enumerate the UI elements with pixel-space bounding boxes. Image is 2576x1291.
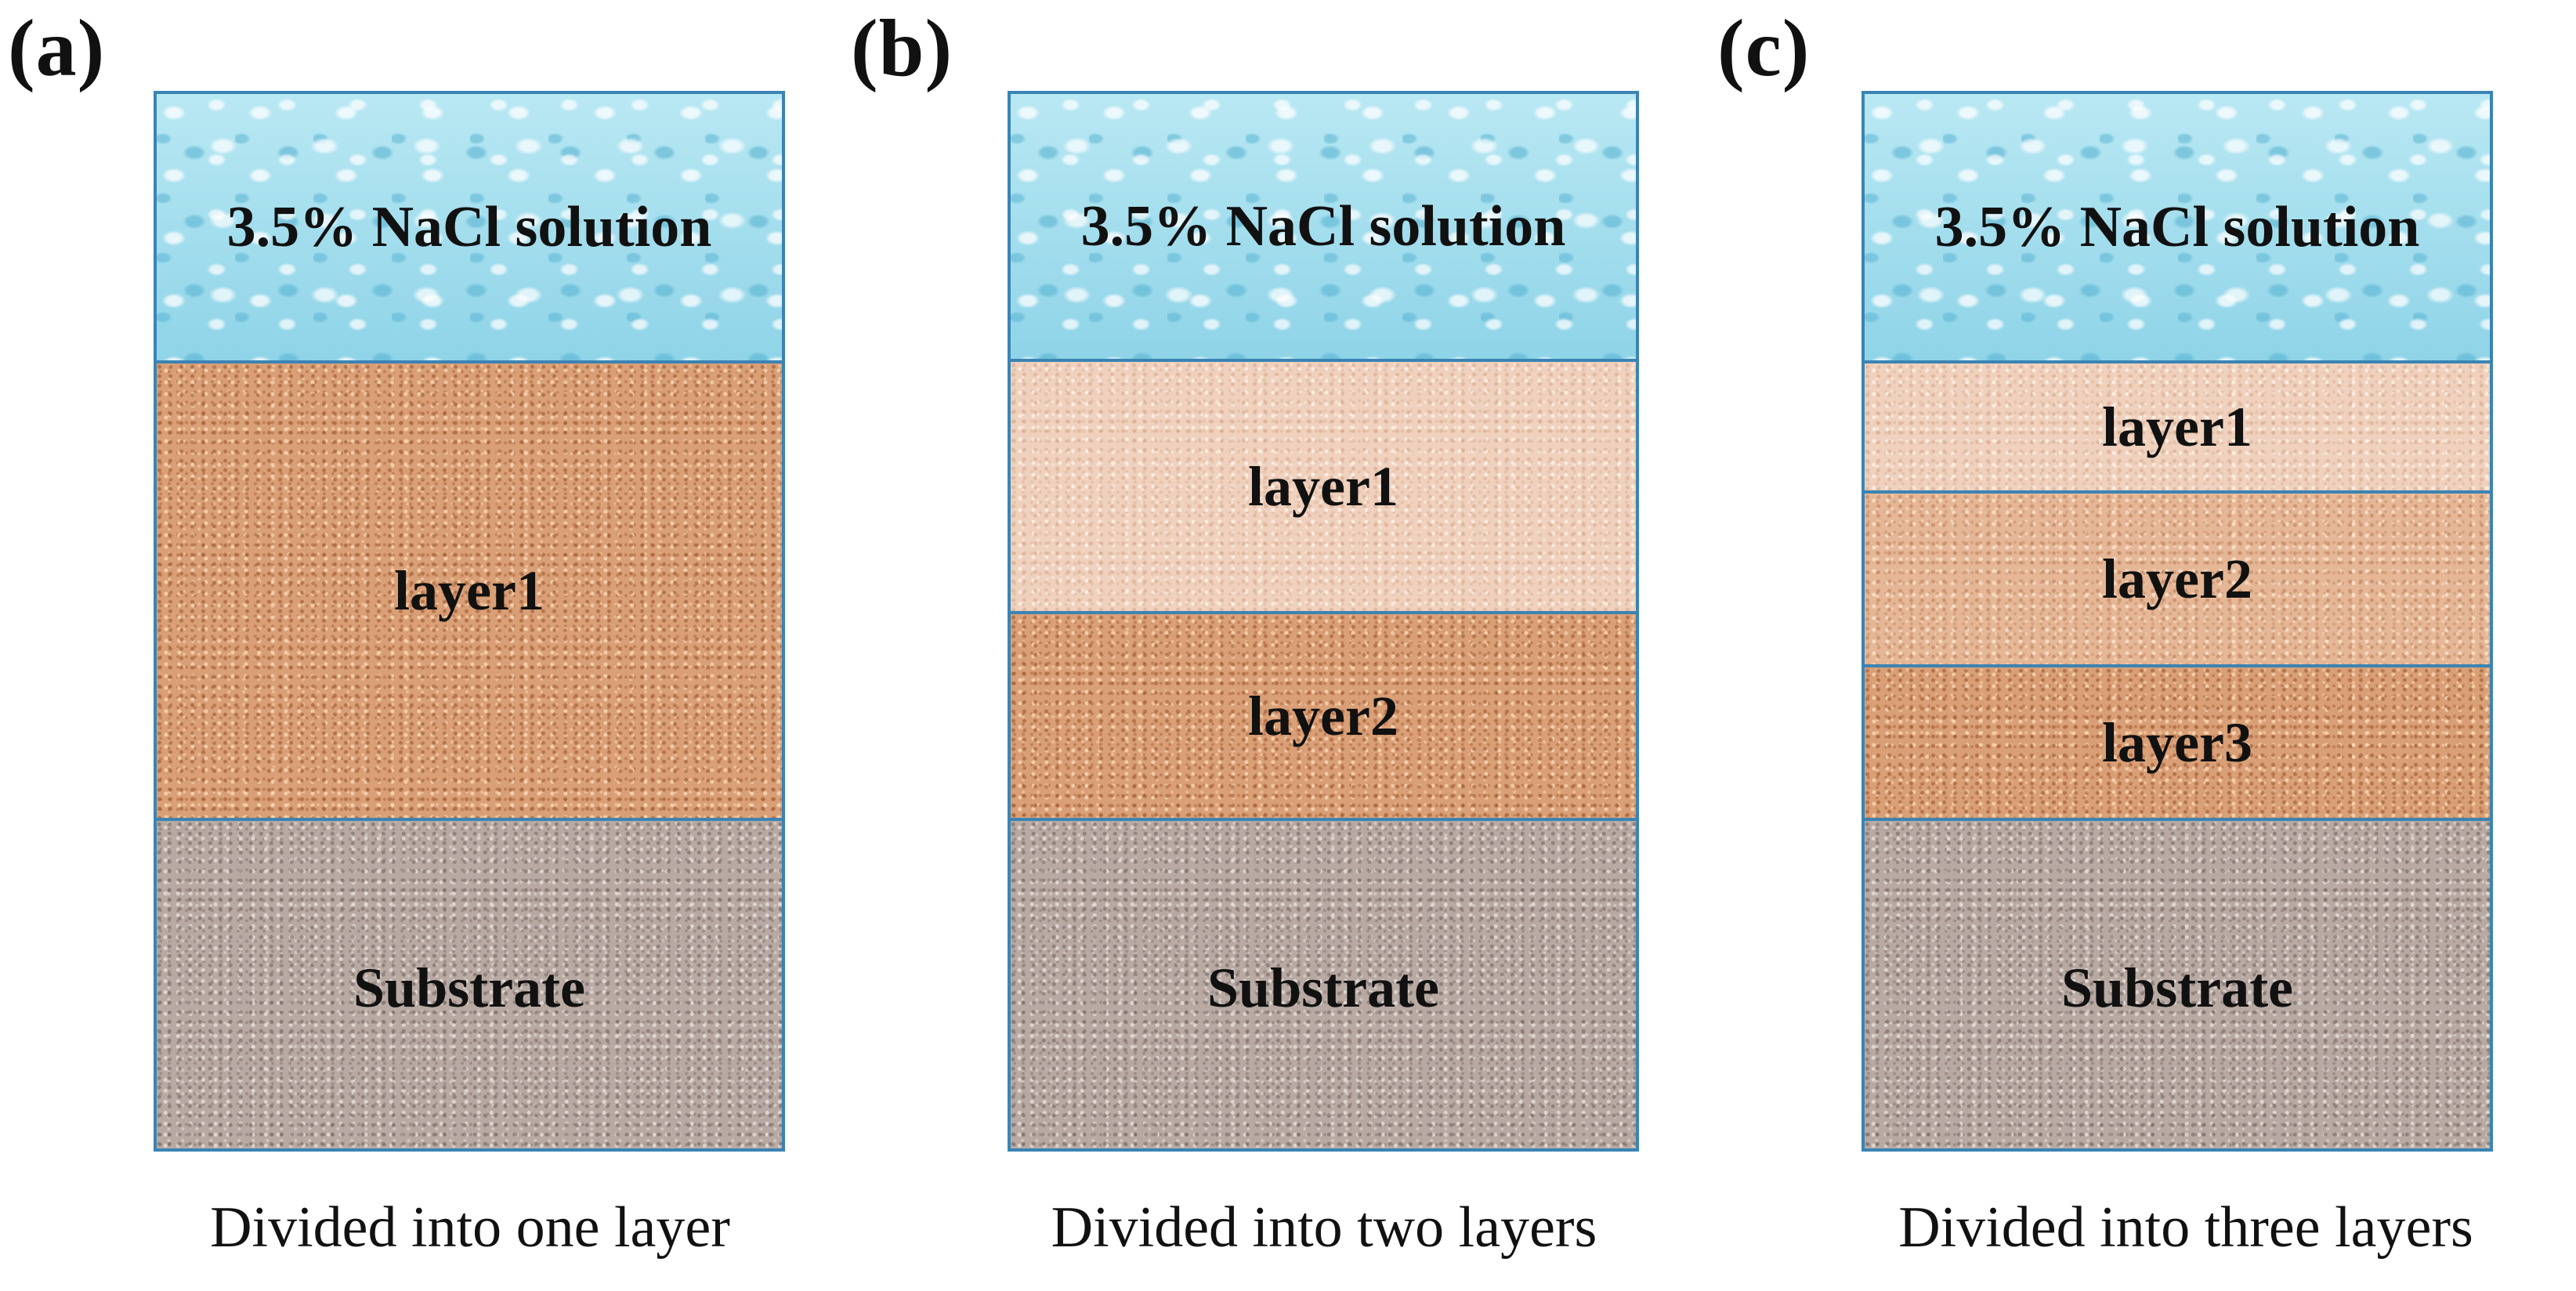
panel-c-layer1-label: layer1 xyxy=(2102,395,2252,458)
panel-b-layer1-label: layer1 xyxy=(1248,454,1398,518)
panel-a-column: 3.5% NaCl solution layer1 Substrate xyxy=(154,91,785,1152)
panel-c-substrate-region: Substrate xyxy=(1865,818,2490,1148)
panel-c-solution-region: 3.5% NaCl solution xyxy=(1865,94,2490,360)
panel-b-layer2-region: layer2 xyxy=(1011,611,1636,818)
panel-c-caption: Divided into three layers xyxy=(1898,1195,2473,1260)
panel-c-layer2-region: layer2 xyxy=(1865,490,2490,664)
panel-a-substrate-region: Substrate xyxy=(157,818,782,1148)
panel-c-layer2-label: layer2 xyxy=(2102,547,2252,610)
panel-c-label: (c) xyxy=(1717,3,1811,93)
panel-a-label: (a) xyxy=(8,3,106,93)
panel-b-substrate-label: Substrate xyxy=(1207,956,1439,1019)
panel-b-solution-region: 3.5% NaCl solution xyxy=(1011,94,1636,359)
panel-a-layer1-label: layer1 xyxy=(394,559,545,622)
panel-c-layer3-label: layer3 xyxy=(2102,711,2252,774)
panel-b-label: (b) xyxy=(851,3,953,93)
panel-b-layer2-label: layer2 xyxy=(1248,684,1398,747)
panel-c-substrate-label: Substrate xyxy=(2060,956,2293,1019)
panel-c-layer1-region: layer1 xyxy=(1865,360,2490,490)
panel-c-solution-label: 3.5% NaCl solution xyxy=(1934,194,2420,259)
panel-a-solution-label: 3.5% NaCl solution xyxy=(226,194,712,259)
panel-b-substrate-region: Substrate xyxy=(1011,818,1636,1148)
panel-c-column: 3.5% NaCl solution layer1 layer2 layer3 … xyxy=(1861,91,2493,1152)
panel-b-layer1-region: layer1 xyxy=(1011,359,1636,611)
panel-b-column: 3.5% NaCl solution layer1 layer2 Substra… xyxy=(1008,91,1639,1152)
panel-a-substrate-label: Substrate xyxy=(353,956,585,1019)
panel-c-layer3-region: layer3 xyxy=(1865,664,2490,818)
panel-a-solution-region: 3.5% NaCl solution xyxy=(157,94,782,360)
panel-b-solution-label: 3.5% NaCl solution xyxy=(1080,193,1566,259)
panel-a-layer1-region: layer1 xyxy=(157,360,782,818)
panel-a-caption: Divided into one layer xyxy=(210,1195,730,1260)
panel-b-caption: Divided into two layers xyxy=(1051,1195,1597,1260)
